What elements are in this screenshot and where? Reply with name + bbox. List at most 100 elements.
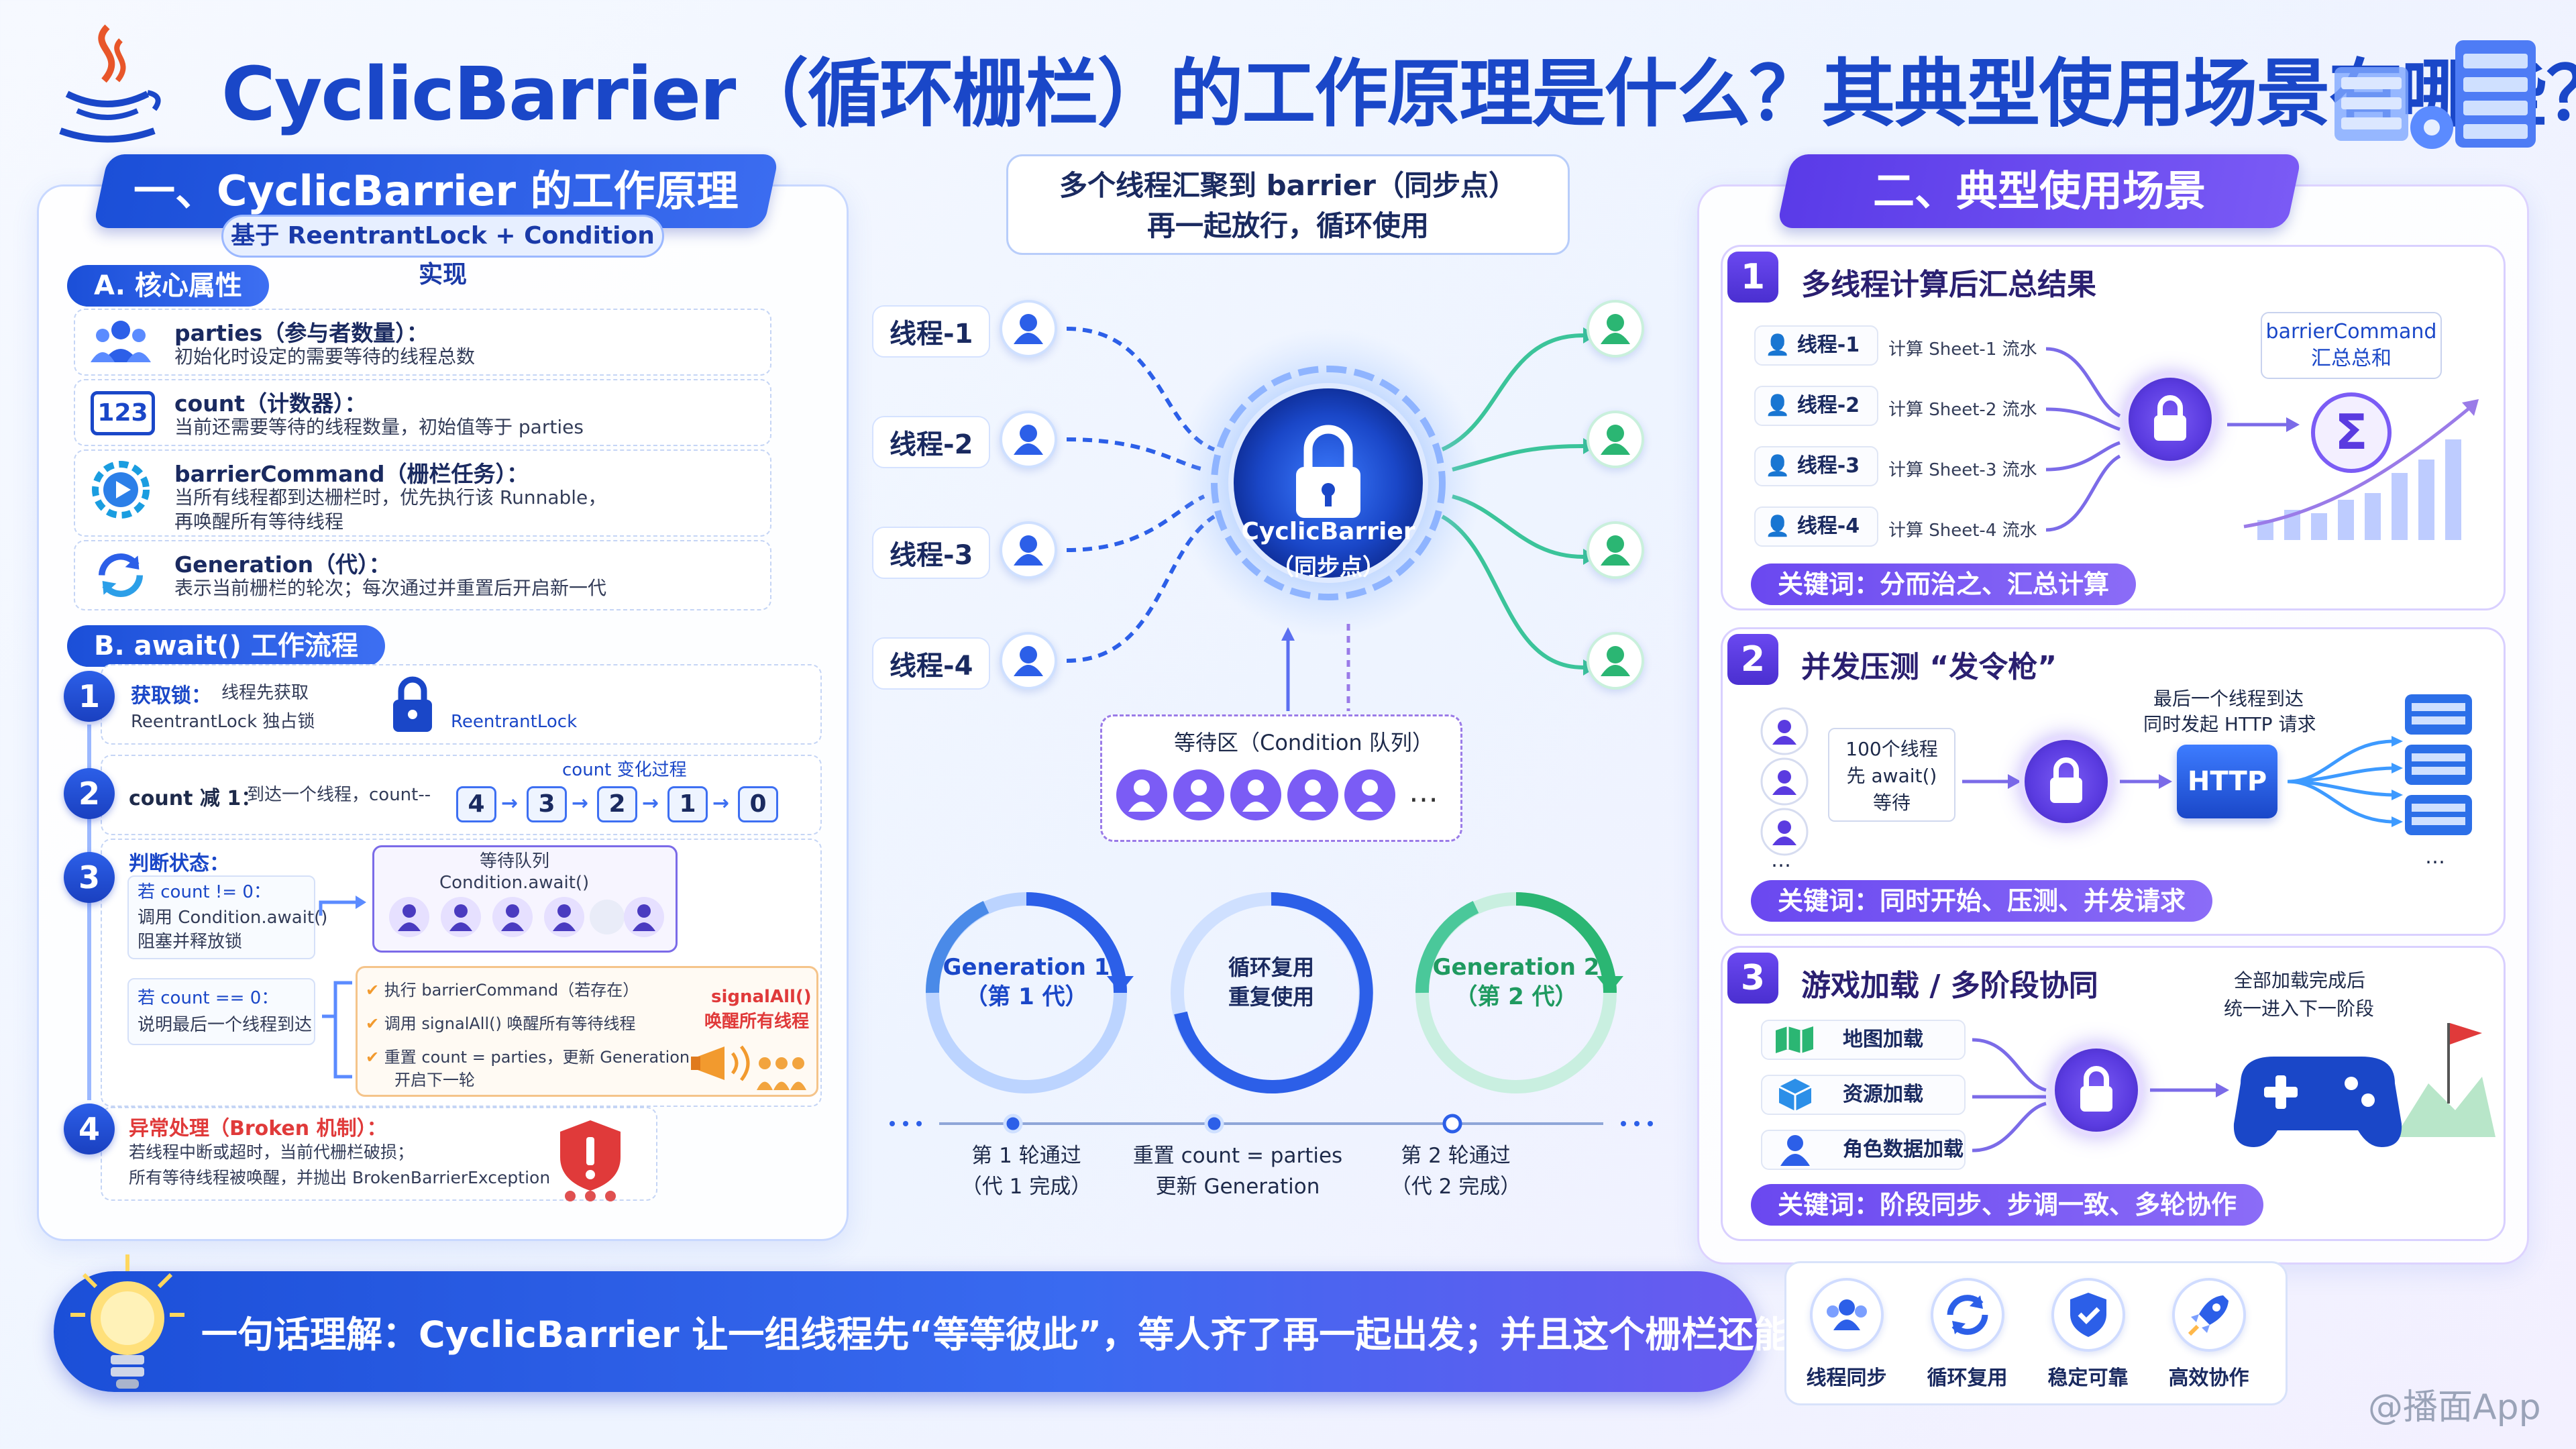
right-banner: 二、典型使用场景: [1776, 154, 2302, 228]
signal-label-2: 唤醒所有线程: [704, 1012, 810, 1032]
feature-label-sync: 线程同步: [1806, 1366, 1887, 1390]
summary-text: 一句话理解：CyclicBarrier 让一组线程先“等等彼此”，等人齐了再一起…: [201, 1313, 1972, 1356]
timeline-label-3: 第 2 轮通过 （代 2 完成）: [1368, 1140, 1543, 1202]
thread-label-2: 线程-2: [872, 416, 991, 468]
megaphone-icon: [691, 1045, 806, 1090]
wait-queue-box: [372, 845, 678, 953]
sc2-left-line1: 100个线程: [1845, 738, 1938, 760]
step1-number: 1: [64, 671, 115, 722]
server-stack-icon: [2405, 694, 2472, 835]
feature-label-reliable: 稳定可靠: [2047, 1366, 2129, 1390]
sc2-users-icon: [1760, 707, 1809, 856]
sc1-thread-desc-2: 计算 Sheet-2 流水: [1888, 400, 2037, 420]
scenario1-title: 多线程计算后汇总结果: [1801, 268, 2096, 302]
wait-area-users-icon: [1116, 769, 1395, 820]
signal-label: signalAll(): [711, 987, 812, 1007]
reuse-title: 循环复用: [1228, 955, 1314, 980]
sc3-arrow-right: [2150, 1083, 2229, 1097]
sc3-arrows: [1972, 1038, 2047, 1152]
sc2-left-box: 100个线程 先 await() 等待: [1828, 728, 1955, 822]
refresh-icon: [1930, 1278, 2004, 1352]
prop-desc-barriercommand: 当所有线程都到达栅栏时，优先执行该 Runnable，: [174, 486, 607, 508]
alert-shield-icon: [560, 1120, 621, 1201]
sc2-burst-arrows: [2287, 736, 2403, 827]
sc3-note-line2: 统一进入下一阶段: [2224, 998, 2375, 1020]
step1-card: [101, 664, 822, 745]
sc1-barrier-command-box: barrierCommand 汇总总和: [2261, 312, 2442, 379]
prop-card-generation: [74, 540, 771, 610]
prop-desc-barriercommand-2: 再唤醒所有等待线程: [174, 511, 344, 533]
sc2-dots-right: …: [2425, 845, 2445, 869]
released-user-icon-1: [1587, 300, 1644, 358]
step3-eq-text: 说明最后一个线程到达: [138, 1015, 313, 1035]
feature-label-efficient: 高效协作: [2168, 1366, 2249, 1390]
thread-label-3: 线程-3: [872, 527, 991, 579]
feature-efficient: 高效协作: [2150, 1278, 2267, 1399]
waiting-users-icon: [389, 897, 664, 937]
step4-title: 异常处理（Broken 机制）：: [129, 1117, 387, 1140]
scenario3-keywords: 关键词：阶段同步、步调一致、多轮协作: [1751, 1184, 2264, 1226]
sc1-barrier-command: barrierCommand: [2265, 320, 2437, 343]
sc2-right-line1: 最后一个线程到达: [2153, 688, 2304, 710]
sc1-lock-icon: [2123, 372, 2217, 466]
gen1-subtitle: （第 1 代）: [965, 983, 1088, 1010]
sc1-barrier-command-sub: 汇总总和: [2311, 347, 2392, 370]
check-item-2: ✔ 调用 signalAll() 唤醒所有等待线程: [366, 1014, 636, 1033]
arrow-right-icon: [319, 896, 366, 916]
java-logo-icon: [59, 24, 161, 143]
scenario3-number: 3: [1727, 953, 1778, 1004]
lightbulb-icon: [70, 1254, 184, 1389]
sc2-right-line2: 同时发起 HTTP 请求: [2143, 713, 2316, 735]
check-item-4: 开启下一轮: [394, 1071, 475, 1089]
step3-eq-box: [127, 978, 315, 1045]
count-arrow: →: [572, 792, 589, 815]
timeline-label-1: 第 1 轮通过 （代 1 完成）: [939, 1140, 1114, 1202]
scenario1-keywords: 关键词：分而治之、汇总计算: [1751, 564, 2137, 605]
lock-icon: [393, 676, 432, 732]
gen2-label: Generation 2 （第 2 代）: [1429, 953, 1603, 1012]
sc2-left-line2: 先 await(): [1846, 765, 1937, 787]
step4-number: 4: [64, 1104, 115, 1155]
prop-title-barriercommand: barrierCommand（栅栏任务）：: [174, 461, 529, 487]
thread-label-4: 线程-4: [872, 637, 991, 690]
step3-eq-title: 若 count == 0：: [138, 988, 279, 1008]
bracket-arrow-icon: [322, 981, 352, 1079]
count-value-2: 2: [597, 786, 637, 822]
check-item-3: ✔ 重置 count = parties，更新 Generation，: [366, 1048, 706, 1067]
feature-reliable: 稳定可靠: [2029, 1278, 2147, 1399]
released-user-icon-2: [1587, 411, 1644, 468]
step2-caption: count 变化过程: [562, 760, 687, 780]
step1-lock-label: ReentrantLock: [451, 712, 578, 732]
sc1-thread-chip-1: 👤 线程-1: [1754, 325, 1878, 366]
barrier-label: CyclicBarrier: [1241, 518, 1415, 545]
prop-desc-parties: 初始化时设定的需要等待的线程总数: [174, 345, 476, 368]
left-subtitle: 基于 ReentrantLock + Condition 实现: [221, 215, 664, 288]
step3-number: 3: [64, 852, 115, 903]
sc1-arrows: [2045, 347, 2121, 532]
timeline-label-3-line2: （代 2 完成）: [1390, 1175, 1521, 1199]
summary-bar: [54, 1271, 1758, 1392]
sc2-left-line3: 等待: [1872, 792, 1911, 814]
center-hint-line2: 再一起放行，循环使用: [1146, 209, 1429, 242]
step3-ne-box: [127, 875, 315, 959]
user-icon: [1780, 1135, 1810, 1166]
count-value-4: 4: [456, 786, 496, 822]
watermark: @播面App: [2368, 1387, 2541, 1428]
users-icon: [91, 321, 151, 362]
step2-title: count 减 1：: [129, 787, 262, 810]
thread-user-icon-1: [1000, 300, 1057, 358]
sc2-lock-icon: [2019, 735, 2113, 828]
check-item-1: ✔ 执行 barrierCommand（若存在）: [366, 981, 639, 1000]
released-user-icon-3: [1587, 521, 1644, 579]
scenario1-number: 1: [1727, 252, 1778, 303]
thread-user-icon-4: [1000, 632, 1057, 690]
timeline-label-3-line1: 第 2 轮通过: [1401, 1144, 1511, 1168]
growth-chart-icon: [2243, 399, 2479, 540]
prop-title-count: count（计数器）：: [174, 390, 367, 417]
sc1-thread-chip-4: 👤 线程-4: [1754, 506, 1878, 547]
sc2-arrow-2: [2120, 774, 2172, 789]
gamepad-flag-icon: [2233, 1023, 2496, 1147]
timeline: [890, 1114, 1653, 1134]
map-icon: [1776, 1026, 1813, 1053]
counter-123-icon: 123: [91, 391, 155, 435]
